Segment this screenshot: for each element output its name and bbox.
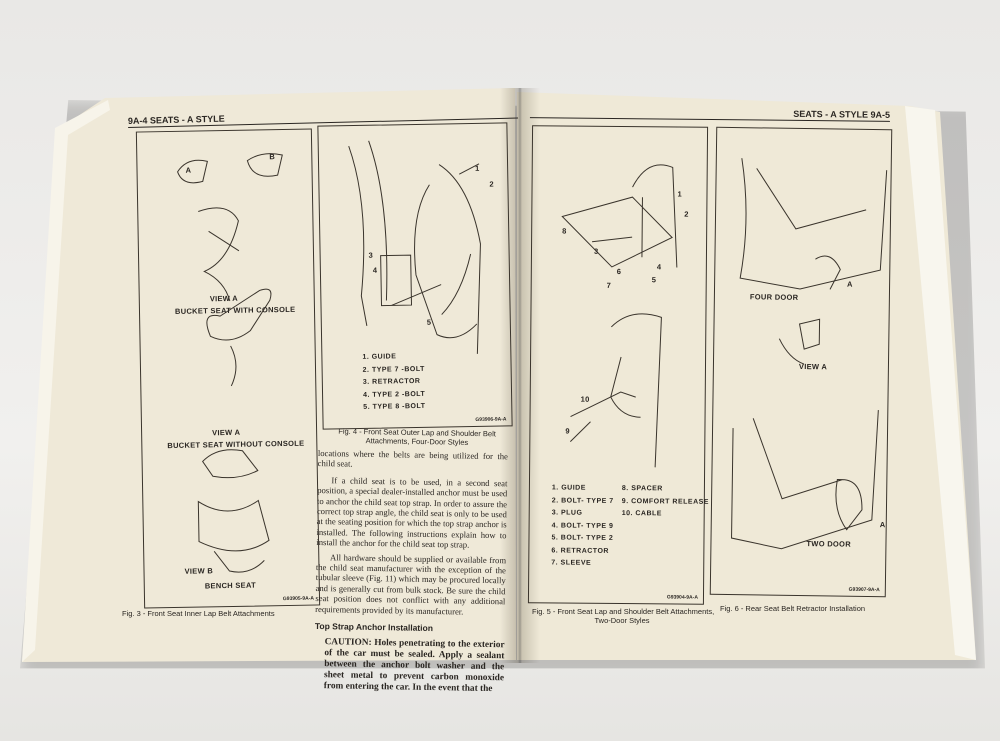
fig3-bench-seat: BENCH SEAT — [204, 580, 257, 591]
fig5-frame: 1 2 3 4 5 6 7 8 9 10 1. GUIDE 2. BOLT- T… — [527, 125, 710, 605]
fig5-callout-8: 8 — [562, 226, 567, 236]
fig5-legend-item: 10. CABLE — [621, 510, 663, 518]
fig5-legend-item: 7. SLEEVE — [551, 559, 592, 567]
fig3-view-a-1: VIEW A — [209, 293, 239, 304]
fig5-legend-col1: 1. GUIDE 2. BOLT- TYPE 7 3. PLUG 4. BOLT… — [551, 482, 614, 570]
fig6-label-a-2: A — [879, 520, 886, 530]
fig4-callout-3: 3 — [368, 250, 374, 260]
paragraph: locations where the belts are being util… — [317, 448, 508, 470]
fig5-illustration — [561, 164, 678, 468]
fig5-callout-3: 3 — [593, 246, 599, 256]
fig5-legend-item: 4. BOLT- TYPE 9 — [551, 521, 614, 530]
fig5-legend-col2: 8. SPACER 9. COMFORT RELEASE 10. CABLE — [622, 483, 710, 521]
fig4-callout-2: 2 — [489, 179, 494, 189]
fig3-view-a-2: VIEW A — [212, 427, 241, 438]
fig5-callout-10: 10 — [580, 394, 590, 404]
fig6-frame: FOUR DOOR A VIEW A TWO DOOR A G93907-9A-… — [709, 126, 893, 598]
fig5-caption-line2: Two-Door Styles — [594, 616, 650, 625]
fig6-code: G93907-9A-A — [848, 586, 880, 594]
fig4-callout-4: 4 — [372, 265, 378, 275]
fig5-caption: Fig. 5 - Front Seat Lap and Shoulder Bel… — [532, 607, 715, 625]
left-body-text: locations where the belts are being util… — [314, 448, 508, 695]
fig4-legend-item: 3. RETRACTOR — [362, 377, 421, 386]
fig5-callout-9: 9 — [565, 426, 570, 436]
fig5-caption-line1: Fig. 5 - Front Seat Lap and Shoulder Bel… — [532, 607, 715, 616]
fig4-legend-item: 4. TYPE 2 -BOLT — [363, 390, 426, 399]
fig3-label-a: A — [185, 165, 192, 175]
fig3-view-b: VIEW B — [184, 566, 214, 576]
fig5-legend-item: 1. GUIDE — [551, 484, 586, 492]
fig4-frame: 1 2 3 4 5 1. GUIDE 2. TYPE 7 -BOLT 3. RE… — [317, 122, 513, 430]
fig5-legend-item: 3. PLUG — [551, 509, 583, 517]
fig6-caption: Fig. 6 - Rear Seat Belt Retractor Instal… — [720, 604, 866, 613]
paragraph: All hardware should be supplied or avail… — [315, 551, 507, 617]
fig3-frame: A B VIEW A BUCKET SEAT WITH CONSOLE VIEW… — [135, 128, 321, 609]
fig5-callout-6: 6 — [616, 266, 622, 277]
fig5-callout-4: 4 — [656, 262, 662, 272]
fig5-callout-2: 2 — [684, 209, 689, 219]
fig5-legend-item: 8. SPACER — [621, 485, 663, 493]
fig6-view-a: VIEW A — [798, 361, 828, 372]
fig5-legend-item: 6. RETRACTOR — [551, 546, 610, 555]
fig5-callout-5: 5 — [651, 275, 657, 285]
fig6-two-door: TWO DOOR — [806, 539, 852, 549]
section-heading: Top Strap Anchor Installation — [314, 621, 434, 634]
fig6-four-door: FOUR DOOR — [749, 292, 799, 302]
fig4-legend-item: 5. TYPE 8 -BOLT — [363, 402, 426, 411]
fig4-illustration — [348, 140, 481, 354]
fig4-callout-5: 5 — [426, 317, 432, 327]
fig3-label-b: B — [269, 152, 276, 162]
paragraph: If a child seat is to be used, in a seco… — [316, 475, 508, 550]
fig4-code: G93906-9A-A — [475, 416, 507, 423]
fig5-legend-item: 9. COMFORT RELEASE — [621, 497, 710, 506]
fig6-illustration — [731, 158, 888, 550]
fig4-legend-item: 2. TYPE 7 -BOLT — [362, 365, 425, 374]
fig5-callout-1: 1 — [677, 189, 683, 199]
fig5-callout-7: 7 — [606, 280, 612, 290]
caution-note: CAUTION: Holes penetrating to the exteri… — [323, 636, 505, 694]
fig4-legend: 1. GUIDE 2. TYPE 7 -BOLT 3. RETRACTOR 4.… — [362, 351, 425, 415]
fig5-code: G93904-9A-A — [666, 594, 698, 601]
fig4-legend-item: 1. GUIDE — [362, 353, 397, 361]
fig4-caption: Fig. 4 - Front Seat Outer Lap and Should… — [322, 426, 512, 447]
fig5-legend-item: 5. BOLT- TYPE 2 — [551, 534, 614, 542]
fig4-callout-1: 1 — [475, 163, 480, 173]
fig6-label-a-1: A — [847, 279, 853, 289]
fig3-illustration — [177, 153, 283, 573]
fig3-code: G93905-9A-A — [282, 595, 315, 603]
fig3-caption: Fig. 3 - Front Seat Inner Lap Belt Attac… — [122, 609, 275, 618]
fig5-legend-item: 2. BOLT- TYPE 7 — [551, 496, 614, 505]
book-gutter — [500, 88, 540, 663]
